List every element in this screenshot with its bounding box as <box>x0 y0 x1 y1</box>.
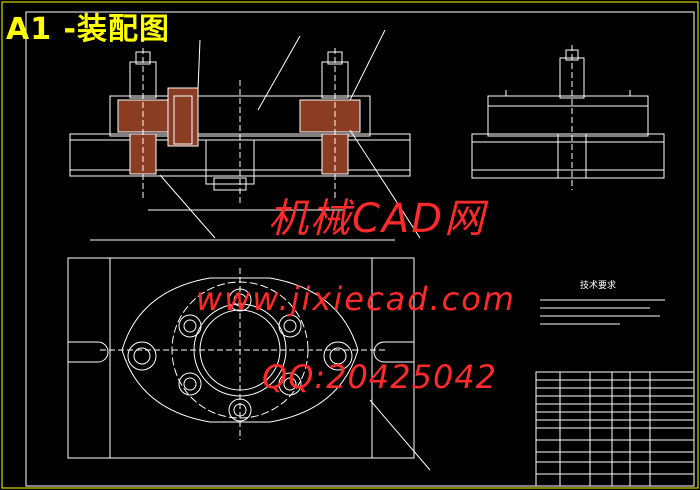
tech-requirements-title: 技术要求 <box>580 281 617 291</box>
front-section-view <box>69 29 421 241</box>
tech-requirements-lines <box>540 299 665 325</box>
title-block <box>535 371 695 487</box>
side-view <box>471 45 665 190</box>
plan-view <box>67 257 431 471</box>
watermark-url: www.jixiecad.com <box>196 280 516 318</box>
watermark-site-name: 机械CAD网 <box>268 196 487 242</box>
watermark-qq: QQ:20425042 <box>262 358 498 396</box>
drawing-title: A1 -装配图 <box>6 12 170 47</box>
drawing-inner-frame <box>25 11 695 487</box>
